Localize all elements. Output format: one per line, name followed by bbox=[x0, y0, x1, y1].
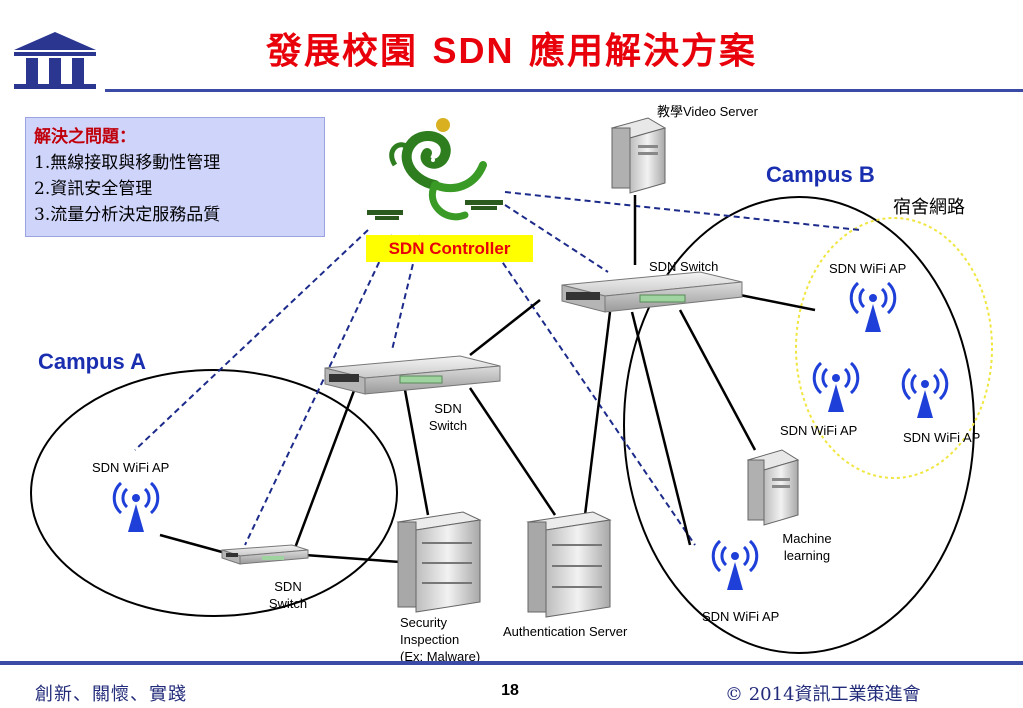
switch-middle-icon bbox=[324, 355, 501, 395]
issue-item: 1.無線接取與移動性管理 bbox=[34, 153, 221, 173]
sdn-controller-label: SDN Controller bbox=[366, 235, 533, 262]
issue-item: 2.資訊安全管理 bbox=[34, 179, 153, 199]
authentication-server-label: Authentication Server bbox=[503, 624, 628, 639]
footer-copyright: © 2014資訊工業策進會 bbox=[725, 684, 921, 705]
machine-learning-server-icon bbox=[746, 449, 800, 526]
wifi-ap-b1-icon bbox=[849, 281, 897, 334]
wifi-ap-b4-icon bbox=[711, 539, 759, 592]
video-server-label: 教學Video Server bbox=[657, 104, 758, 119]
wifi-ap-b2-label: SDN WiFi AP bbox=[780, 423, 858, 438]
control-links bbox=[134, 191, 861, 546]
page-number: 18 bbox=[501, 682, 519, 699]
authentication-server-icon bbox=[526, 511, 612, 618]
iii-logo bbox=[14, 32, 96, 89]
page-title: 發展校園 SDN 應用解決方案 bbox=[265, 30, 758, 72]
footer-divider bbox=[0, 661, 1023, 665]
security-inspection-server-icon bbox=[396, 511, 482, 613]
data-links bbox=[159, 195, 816, 564]
wifi-ap-b1-label: SDN WiFi AP bbox=[829, 261, 907, 276]
campus-a-label: Campus A bbox=[38, 349, 146, 374]
dorm-network-boundary bbox=[795, 217, 993, 479]
video-server-icon bbox=[610, 117, 667, 194]
switch-top-label: SDN Switch bbox=[649, 259, 719, 274]
switch-top-icon bbox=[561, 271, 743, 313]
header-divider bbox=[105, 89, 1023, 92]
footer-slogan: 創新、關懷、實踐 bbox=[35, 684, 187, 705]
sdn-controller-dragon-icon bbox=[367, 118, 503, 221]
campus-b-label: Campus B bbox=[766, 162, 875, 187]
wifi-ap-b3-label: SDN WiFi AP bbox=[903, 430, 981, 445]
campus-a-boundary bbox=[30, 369, 398, 617]
issue-item: 3.流量分析決定服務品質 bbox=[34, 205, 221, 225]
wifi-ap-campus-a-icon bbox=[112, 481, 160, 534]
issues-heading: 解決之問題： bbox=[34, 127, 136, 147]
wifi-ap-b2-icon bbox=[812, 361, 860, 414]
wifi-ap-campus-a-label: SDN WiFi AP bbox=[92, 460, 170, 475]
wifi-ap-b4-label: SDN WiFi AP bbox=[702, 609, 780, 624]
switch-small-icon bbox=[221, 544, 309, 565]
issues-box: 解決之問題： 1.無線接取與移動性管理 2.資訊安全管理 3.流量分析決定服務品… bbox=[25, 117, 325, 237]
dorm-network-label: 宿舍網路 bbox=[893, 197, 965, 218]
wifi-ap-b3-icon bbox=[901, 367, 949, 420]
